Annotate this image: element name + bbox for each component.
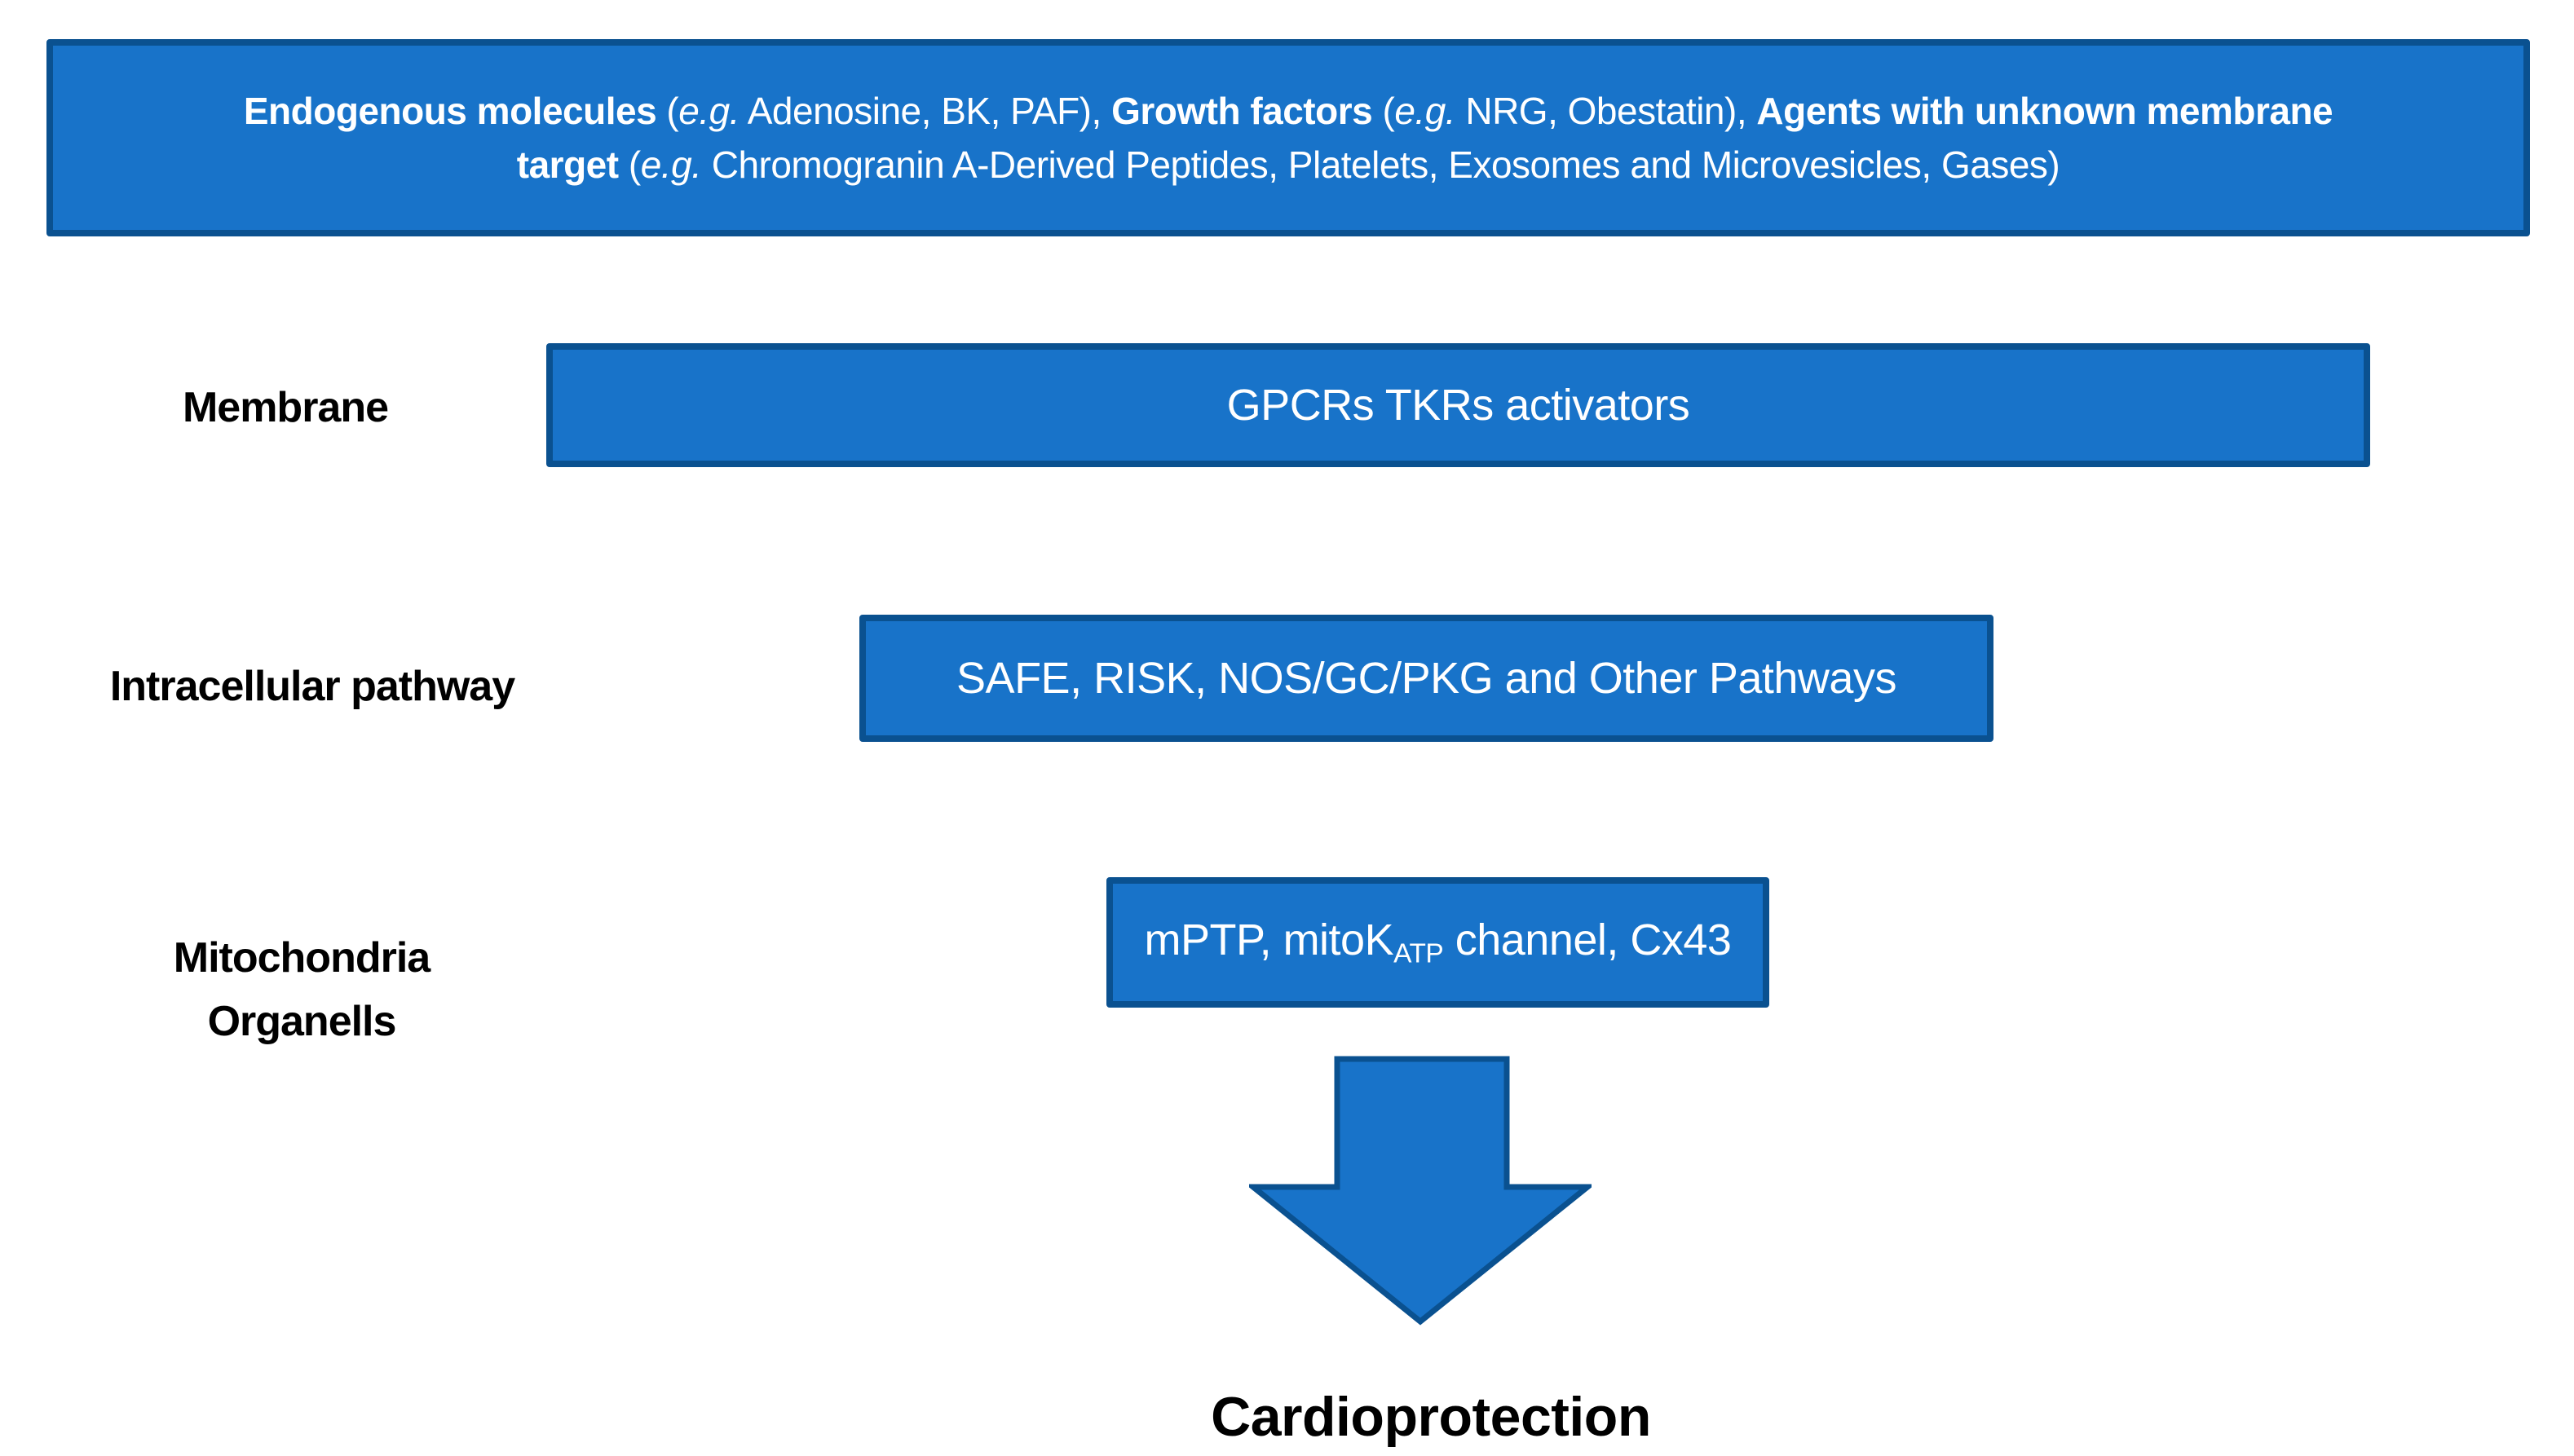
text-segment: e.g. — [640, 143, 702, 186]
stimuli-box: Endogenous molecules (e.g. Adenosine, BK… — [46, 39, 2530, 236]
mitochondria-box-text: mPTP, mitoKATP channel, Cx43 — [1145, 915, 1732, 969]
membrane-box: GPCRs TKRs activators — [546, 343, 2370, 467]
text-segment: target — [516, 143, 619, 186]
text-segment: Agents with unknown membrane — [1756, 90, 2333, 132]
down-arrow-icon — [1249, 1056, 1592, 1326]
cardioprotection-title: Cardioprotection — [1211, 1386, 1651, 1448]
text-segment: ( — [656, 90, 679, 132]
subscript-text: ATP — [1393, 938, 1444, 969]
text-segment: NRG, Obestatin), — [1455, 90, 1757, 132]
intracellular-pathway-label: Intracellular pathway — [109, 663, 515, 710]
text-segment: channel, Cx43 — [1443, 916, 1732, 965]
intracellular-pathway-box: SAFE, RISK, NOS/GC/PKG and Other Pathway… — [859, 615, 1993, 742]
text-segment: ( — [618, 143, 641, 186]
mitochondria-label-line-2: Organells — [207, 998, 397, 1045]
text-segment: Chromogranin A-Derived Peptides, Platele… — [701, 143, 2060, 186]
text-segment: Growth factors — [1111, 90, 1373, 132]
text-segment: Adenosine, BK, PAF), — [740, 90, 1112, 132]
text-segment: Endogenous molecules — [243, 90, 657, 132]
mitochondria-label: Mitochondria Organells — [94, 926, 510, 1053]
intracellular-pathway-box-text: SAFE, RISK, NOS/GC/PKG and Other Pathway… — [956, 654, 1896, 703]
text-segment: e.g. — [1394, 90, 1456, 132]
stimuli-line-1: Endogenous molecules (e.g. Adenosine, BK… — [244, 84, 2333, 138]
text-segment: ( — [1372, 90, 1395, 132]
text-segment: e.g. — [678, 90, 740, 132]
text-segment: mPTP, mitoK — [1144, 916, 1394, 965]
membrane-label: Membrane — [182, 384, 389, 431]
mitochondria-label-line-1: Mitochondria — [173, 934, 430, 982]
membrane-box-text: GPCRs TKRs activators — [1226, 381, 1690, 430]
mitochondria-box: mPTP, mitoKATP channel, Cx43 — [1106, 877, 1769, 1008]
stimuli-line-2: target (e.g. Chromogranin A-Derived Pept… — [517, 138, 2060, 192]
